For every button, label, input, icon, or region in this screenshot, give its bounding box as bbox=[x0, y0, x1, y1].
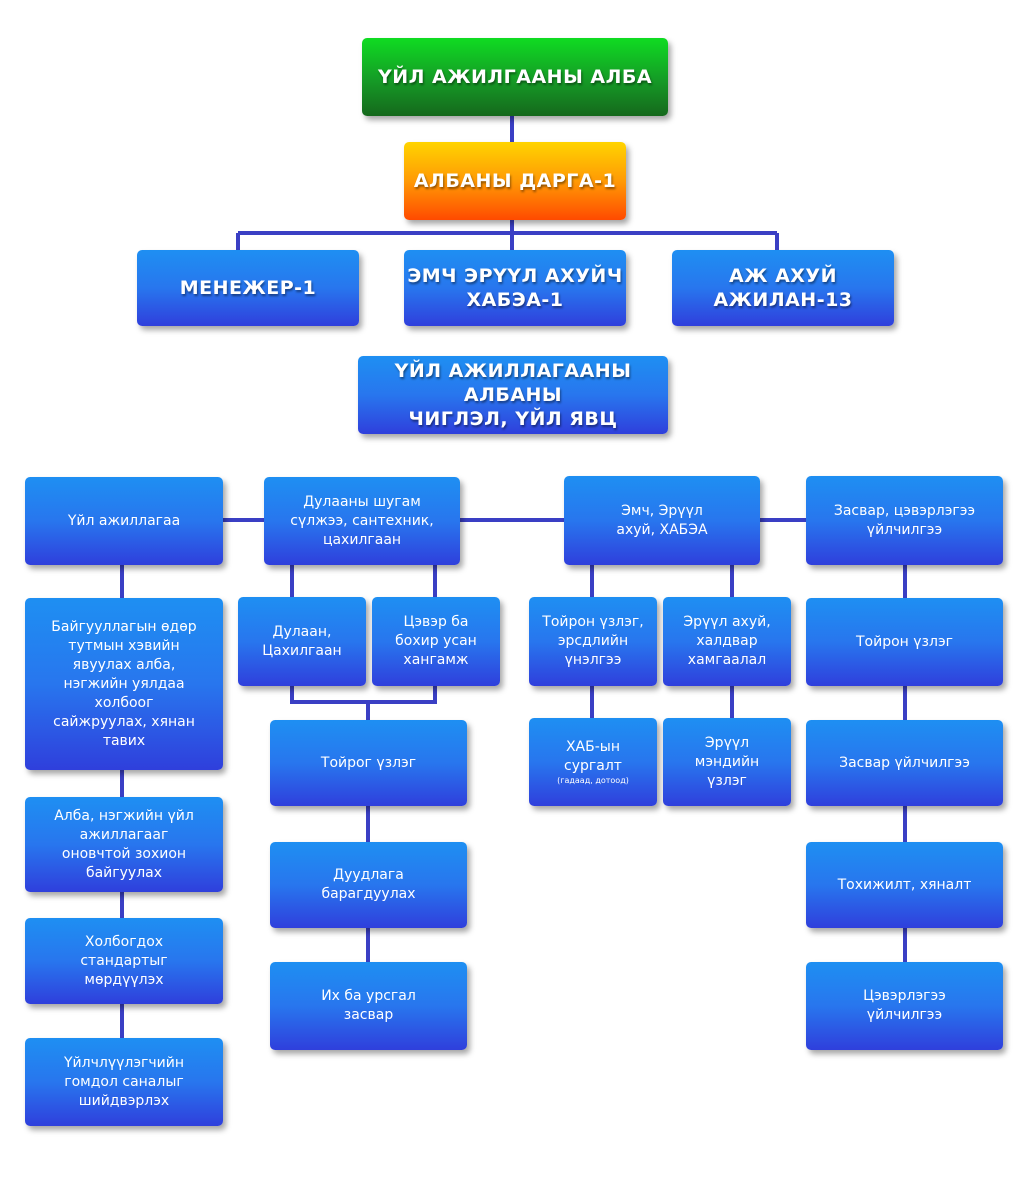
section-title: ҮЙЛ АЖИЛЛАГААНЫ АЛБАНЫ ЧИГЛЭЛ, ҮЙЛ ЯВЦ bbox=[394, 360, 632, 430]
maintenance-item: Цэвэрлэгээ үйлчилгээ bbox=[806, 962, 1003, 1050]
maintenance-item: Тохижилт, хяналт bbox=[806, 842, 1003, 928]
maintenance-item: Засвар үйлчилгээ bbox=[806, 720, 1003, 806]
health-checkup: Эрүүл мэндийн үзлэг bbox=[663, 718, 791, 806]
utilities-item: Их ба урсгал засвар bbox=[270, 962, 467, 1050]
maintenance-header: Засвар, цэвэрлэгээ үйлчилгээ bbox=[806, 476, 1003, 565]
health-header: Эмч, Эрүүл ахуй, ХАБЭА bbox=[564, 476, 760, 565]
utilities-item: Тойрог үзлэг bbox=[270, 720, 467, 806]
head-box: АЛБАНЫ ДАРГА-1 bbox=[404, 142, 626, 220]
office-title: ҮЙЛ АЖИЛГААНЫ АЛБА bbox=[377, 66, 653, 88]
health-training: ХАБ-ын сургалт (гадаад, дотоод) bbox=[529, 718, 657, 806]
manager-box: МЕНЕЖЕР-1 bbox=[137, 250, 359, 326]
section-title-box: ҮЙЛ АЖИЛЛАГААНЫ АЛБАНЫ ЧИГЛЭЛ, ҮЙЛ ЯВЦ bbox=[358, 356, 668, 434]
head-title: АЛБАНЫ ДАРГА-1 bbox=[413, 170, 617, 192]
utilities-sub-right: Цэвэр ба бохир усан хангамж bbox=[372, 597, 500, 686]
operations-header: Үйл ажиллагаа bbox=[25, 477, 223, 565]
manager-title: МЕНЕЖЕР-1 bbox=[179, 277, 317, 299]
utilities-header: Дулааны шугам сүлжээ, сантехник, цахилга… bbox=[264, 477, 460, 565]
utilities-item: Дуудлага барагдуулах bbox=[270, 842, 467, 928]
workers-box: АЖ АХУЙ АЖИЛАН-13 bbox=[672, 250, 894, 326]
health-staff-box: ЭМЧ ЭРҮҮЛ АХУЙЧ ХАБЭА-1 bbox=[404, 250, 626, 326]
office-title-box: ҮЙЛ АЖИЛГААНЫ АЛБА bbox=[362, 38, 668, 116]
health-sub-left: Тойрон үзлэг, эрсдлийн үнэлгээ bbox=[529, 597, 657, 686]
operations-item: Үйлчлүүлэгчийн гомдол саналыг шийдвэрлэх bbox=[25, 1038, 223, 1126]
health-staff-title: ЭМЧ ЭРҮҮЛ АХУЙЧ ХАБЭА-1 bbox=[407, 265, 623, 311]
workers-title: АЖ АХУЙ АЖИЛАН-13 bbox=[713, 265, 853, 311]
health-sub-right: Эрүүл ахуй, халдвар хамгаалал bbox=[663, 597, 791, 686]
utilities-sub-left: Дулаан, Цахилгаан bbox=[238, 597, 366, 686]
operations-item: Байгууллагын өдөр тутмын хэвийн явуулах … bbox=[25, 598, 223, 770]
maintenance-item: Тойрон үзлэг bbox=[806, 598, 1003, 686]
training-note: (гадаад, дотоод) bbox=[557, 776, 629, 785]
operations-item: Холбогдох стандартыг мөрдүүлэх bbox=[25, 918, 223, 1004]
operations-item: Алба, нэгжийн үйл ажиллагааг оновчтой зо… bbox=[25, 797, 223, 892]
